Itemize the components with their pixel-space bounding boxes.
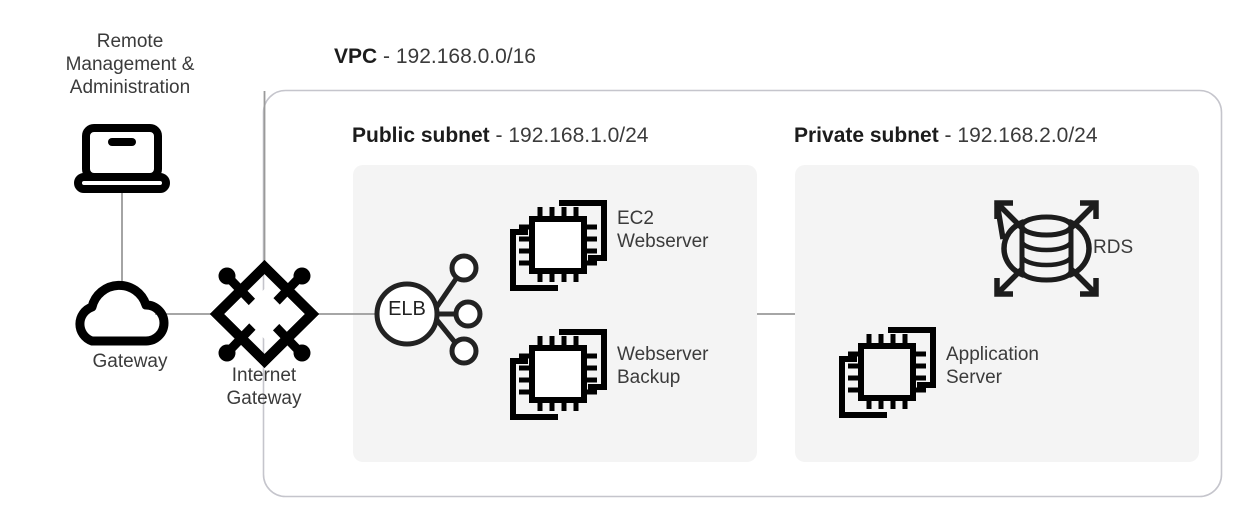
gateway-label: Gateway [92, 351, 168, 372]
internet-gateway-icon [209, 259, 320, 369]
public-subnet-separator: - [489, 124, 509, 147]
private-subnet-separator: - [938, 124, 958, 147]
private-subnet-cidr: 192.168.2.0/24 [957, 124, 1098, 147]
webserver-backup-label: Webserver Backup [617, 344, 709, 388]
ec2-instance-icon [510, 200, 607, 291]
elb-label: ELB [388, 298, 426, 320]
private-subnet-name: Private subnet [794, 124, 939, 147]
ec2-webserver-label: EC2 Webserver [617, 208, 709, 252]
application-server-label: Application Server [946, 344, 1039, 388]
public-subnet-box [353, 165, 757, 462]
public-subnet-name: Public subnet [352, 124, 490, 147]
public-subnet-cidr: 192.168.1.0/24 [508, 124, 649, 147]
application-server-icon [839, 327, 936, 418]
public-subnet-title: Public subnet - 192.168.1.0/24 [352, 123, 649, 148]
vpc-title-separator: - [377, 45, 396, 68]
laptop-icon [74, 124, 170, 193]
internet-gateway-label: Internet Gateway [226, 365, 302, 409]
cloud-icon [75, 280, 169, 346]
remote-management-label: Remote Management & Administration [65, 31, 195, 98]
elb-icon [374, 253, 483, 366]
rds-label: RDS [1093, 237, 1134, 258]
connectors [121, 91, 795, 315]
vpc-title-cidr: 192.168.0.0/16 [395, 45, 536, 68]
vpc-title-name: VPC [334, 45, 378, 68]
rds-database-icon [994, 200, 1099, 297]
private-subnet-title: Private subnet - 192.168.2.0/24 [794, 123, 1098, 148]
vpc-title: VPC - 192.168.0.0/16 [334, 44, 536, 69]
ec2-backup-instance-icon [510, 329, 607, 420]
